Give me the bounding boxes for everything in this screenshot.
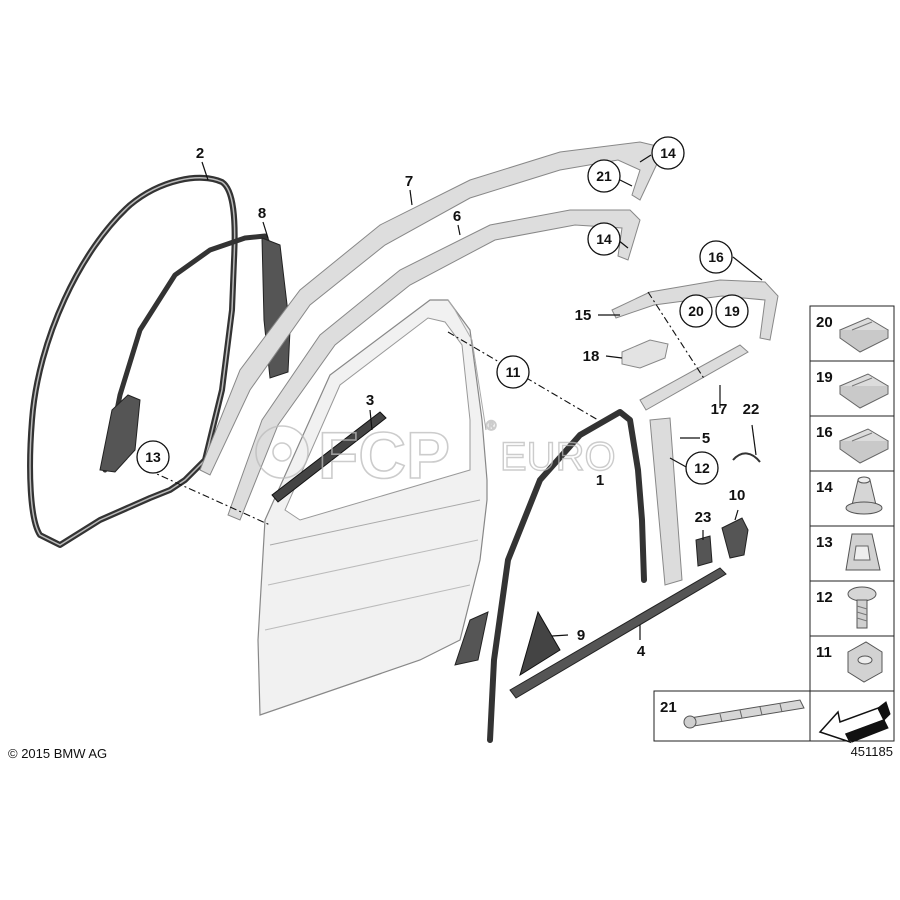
callout-12: 12 [694,460,710,476]
strip-7 [199,141,666,476]
callout-1: 1 [596,472,604,489]
callout-14-mid: 14 [596,231,612,247]
callout-21: 21 [596,168,612,184]
callout-22: 22 [743,401,760,418]
callout-5: 5 [702,430,710,447]
callout-8: 8 [258,205,266,222]
callout-11: 11 [506,364,521,380]
strip-4 [509,567,727,699]
callout-19: 19 [724,303,740,319]
parts-panel-label-16: 16 [816,424,833,441]
strip-17 [639,344,749,411]
callout-7: 7 [405,173,413,190]
bracket-18 [621,339,669,369]
bracket-23 [695,535,713,567]
parts-panel-label-13: 13 [816,534,833,551]
watermark-suffix: EURO [500,435,616,479]
callout-4: 4 [637,643,646,660]
spring-nut-icon [845,533,881,571]
callout-15: 15 [575,307,592,324]
callouts: 2 8 7 6 3 11 13 14 21 14 16 15 20 19 18 … [136,136,760,660]
parts-panel-label-19: 19 [816,369,833,386]
callout-17: 17 [711,401,728,418]
clip-icon [838,428,890,464]
screw-icon [847,586,877,629]
callout-14-top: 14 [660,145,676,161]
callout-23: 23 [695,509,712,526]
parts-panel-item-11: 11 [809,635,895,692]
watermark: FCP ® EURO [255,416,616,493]
parts-panel-label-14: 14 [816,479,833,496]
door-seal-2 [27,174,238,548]
parts-panel-item-19: 19 [809,360,895,417]
callout-10: 10 [729,487,746,504]
callout-3: 3 [366,392,374,409]
clip-icon [838,373,890,409]
mirror-triangle-9 [519,610,561,677]
clip-icon [838,317,890,353]
bracket-10 [721,517,749,559]
cable-22 [732,452,761,463]
diagram-number: 451185 [851,744,893,759]
door-panel [257,299,488,716]
parts-panel-item-14: 14 [809,470,895,527]
strip-6 [227,209,641,521]
parts-panel-item-20: 20 [809,305,895,362]
callout-20: 20 [688,303,704,319]
parts-panel: 20 19 16 [653,305,895,744]
watermark-main: FCP [318,418,450,492]
direction-arrow-icon [818,701,891,744]
watermark-reg: ® [486,417,497,433]
strip-clip-icon [683,699,805,729]
callout-18: 18 [583,348,600,365]
copyright-text: © 2015 BMW AG [8,746,107,761]
parts-panel-item-13: 13 [809,525,895,582]
callout-2: 2 [196,145,204,162]
parts-panel-label-12: 12 [816,589,833,606]
direction-cell [809,690,895,744]
parts-panel-item-16: 16 [809,415,895,472]
parts-panel-label-20: 20 [816,314,833,331]
callout-16: 16 [708,249,724,265]
clip-nut-icon [847,641,883,683]
strip-3 [271,411,387,503]
callout-9: 9 [577,627,585,644]
parts-panel-item-21: 21 [653,690,811,742]
expanding-nut-icon [845,476,883,515]
callout-13: 13 [145,449,161,465]
leader-lines [149,154,763,640]
frame-seal-1 [454,409,647,743]
trim-5 [649,417,683,586]
parts-panel-item-12: 12 [809,580,895,637]
parts-panel-label-11: 11 [816,644,832,661]
callout-6: 6 [453,208,461,225]
parts-panel-label-21: 21 [660,699,677,716]
